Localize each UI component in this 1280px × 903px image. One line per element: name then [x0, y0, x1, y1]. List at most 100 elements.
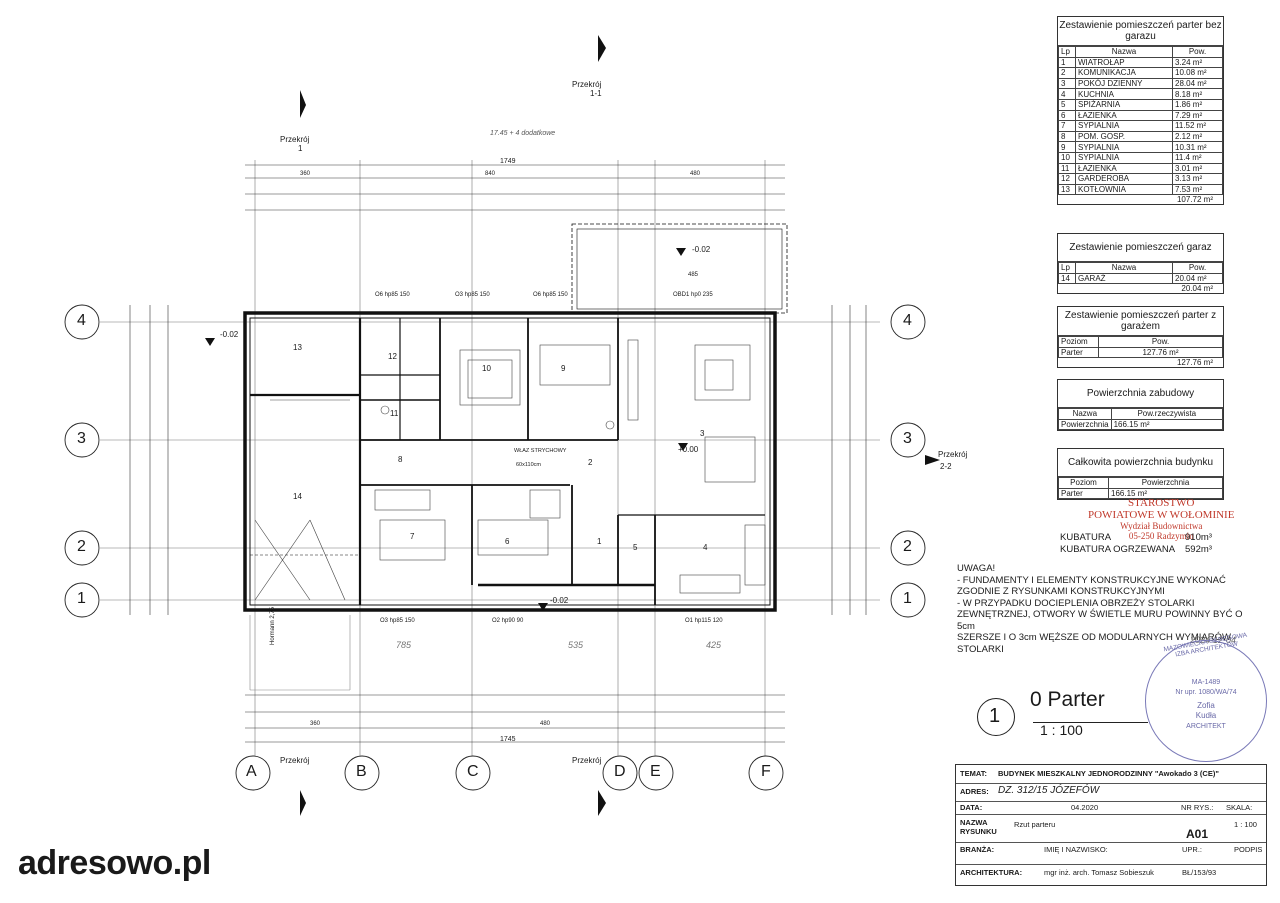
- brand-logo[interactable]: adresowo.pl: [18, 844, 211, 882]
- cell-lp: 11: [1058, 162, 1076, 175]
- cell-lp: 9: [1058, 141, 1076, 153]
- dim-bottom-480: 480: [540, 721, 551, 727]
- title-block: TEMAT: BUDYNEK MIESZKALNY JEDNORODZINNY …: [955, 764, 1267, 886]
- section-2-2-num: 2-2: [940, 462, 952, 471]
- room-3-number: 3: [700, 429, 705, 438]
- area-table-zabudowy: Powierzchnia zabudowy Nazwa Pow.rzeczywi…: [1057, 379, 1224, 432]
- cell-name: ŁAZIENKA: [1075, 162, 1173, 175]
- elevation-terrace: -0.02: [692, 245, 711, 254]
- cell-area: 7.53 m²: [1172, 183, 1223, 196]
- stamp-line-2: POWIATOWE W WOŁOMINIE: [1088, 509, 1235, 521]
- tb-row-temat: TEMAT: BUDYNEK MIESZKALNY JEDNORODZINNY …: [956, 765, 1266, 784]
- window-obd1: OBD1 hp0 235: [673, 292, 713, 298]
- tb-arch-label: ARCHITEKTURA:: [960, 868, 1023, 877]
- cell-lp: 4: [1058, 88, 1076, 100]
- tb-arch-name: mgr inż. arch. Tomasz Sobieszuk: [1044, 868, 1154, 877]
- notes-block: UWAGA! - FUNDAMENTY I ELEMENTY KONSTRUKC…: [957, 563, 1257, 655]
- tb-skala-value: 1 : 100: [1234, 820, 1257, 829]
- cell-name: ŁAZIENKA: [1075, 109, 1173, 122]
- room-12-number: 12: [388, 352, 397, 361]
- cell-lp: 12: [1058, 173, 1076, 185]
- room-table-z-garazem-total: 127.76 m²: [1176, 358, 1213, 368]
- kubatura-label: KUBATURA: [1060, 532, 1112, 543]
- cell-name: Powierzchnia: [1058, 418, 1112, 431]
- note-line: UWAGA!: [957, 563, 996, 574]
- cell-name: SPIŻARNIA: [1075, 98, 1173, 111]
- section-1-num-left: 1: [298, 144, 303, 153]
- tb-row-architektura: ARCHITEKTURA: mgr inż. arch. Tomasz Sobi…: [956, 864, 1266, 884]
- window-o6-right: O6 hp85 150: [533, 292, 568, 298]
- table-header-row: Poziom Pow.: [1058, 336, 1223, 348]
- cell-name: SYPIALNIA: [1075, 141, 1173, 153]
- cell-area: 11.4 m²: [1172, 151, 1223, 164]
- tb-temat-label: TEMAT:: [960, 769, 987, 778]
- view-name: 0 Parter: [1030, 688, 1105, 711]
- cell-name: KOTŁOWNIA: [1075, 183, 1173, 196]
- handwritten-535: 535: [568, 640, 584, 650]
- room-table-z-garazem: Zestawienie pomieszczeń parter z garażem…: [1057, 306, 1224, 369]
- stamp-line-4: 05-250 Radzymin: [1128, 531, 1194, 541]
- seal-inner-5: ARCHITEKT: [1186, 723, 1226, 730]
- view-underline: [1033, 722, 1148, 723]
- cell-area: 10.08 m²: [1172, 67, 1223, 79]
- col-poziom: Poziom: [1058, 477, 1109, 489]
- seal-inner-3: Zofia: [1197, 701, 1215, 710]
- cell-name: SYPIALNIA: [1075, 120, 1173, 132]
- axis-label-4-left: 4: [77, 312, 86, 329]
- cell-area: 10.31 m²: [1172, 141, 1223, 153]
- section-1-label-bottom: Przekrój: [280, 756, 310, 765]
- note-line: ZGODNIE Z RYSUNKAMI KONSTRUKCYJNYMI: [957, 586, 1165, 597]
- room-9-number: 9: [561, 364, 566, 373]
- axis-label-1-right: 1: [903, 590, 912, 607]
- room-5-number: 5: [633, 543, 638, 552]
- section-2-2-label: Przekrój: [938, 450, 968, 459]
- cell-area: 28.04 m²: [1172, 77, 1223, 90]
- room-10-number: 10: [482, 364, 491, 373]
- tb-row-branza: BRANŻA: IMIĘ I NAZWISKO: UPR.: PODPIS: [956, 842, 1266, 865]
- room-table-garaz: Zestawienie pomieszczeń garaz Lp Nazwa P…: [1057, 233, 1224, 295]
- kubatura-value: 910m³: [1185, 532, 1212, 543]
- dim-top-840: 840: [485, 171, 496, 177]
- axis-label-b: B: [356, 763, 367, 780]
- cell-lp: 3: [1058, 77, 1076, 90]
- cell-area: 8.18 m²: [1172, 88, 1223, 100]
- dim-top-360: 360: [300, 171, 311, 177]
- view-number-bubble: 1: [977, 698, 1015, 736]
- cell-name: POM. GOSP.: [1075, 130, 1173, 143]
- kubatura-line-1: KUBATURA 910m³: [1060, 532, 1212, 543]
- seal-inner-4: Kudła: [1195, 711, 1217, 720]
- tb-branza-label: BRANŻA:: [960, 845, 995, 854]
- section-1-label-left: Przekrój: [280, 135, 310, 144]
- cell-name: KUCHNIA: [1075, 88, 1173, 100]
- window-o6-left: O6 hp85 150: [375, 292, 410, 298]
- elevation-zero: +0.00: [678, 445, 699, 454]
- col-pow: Pow.: [1172, 262, 1223, 274]
- room-table-parter-total: 107.72 m²: [1176, 195, 1213, 205]
- stamp-line-3: Wydział Budownictwa: [1120, 521, 1203, 531]
- cell-lp: 2: [1058, 67, 1076, 79]
- tb-adres-label: ADRES:: [960, 787, 989, 796]
- note-line: SZERSZE I O 3cm WĘŻSZE OD MODULARNYCH WY…: [957, 632, 1231, 643]
- elevation-entrance: -0.02: [220, 330, 239, 339]
- window-o3-bottom: O3 hp85 150: [380, 618, 415, 624]
- col-lp: Lp: [1058, 262, 1076, 274]
- brand-badge: adresowo.pl: [0, 826, 236, 903]
- room-1-number: 1: [597, 537, 602, 546]
- cell-name: GARDEROBA: [1075, 173, 1173, 185]
- axis-label-2-left: 2: [77, 538, 86, 555]
- cell-name: GARAŻ: [1075, 272, 1173, 285]
- elevation-front: -0.02: [550, 596, 569, 605]
